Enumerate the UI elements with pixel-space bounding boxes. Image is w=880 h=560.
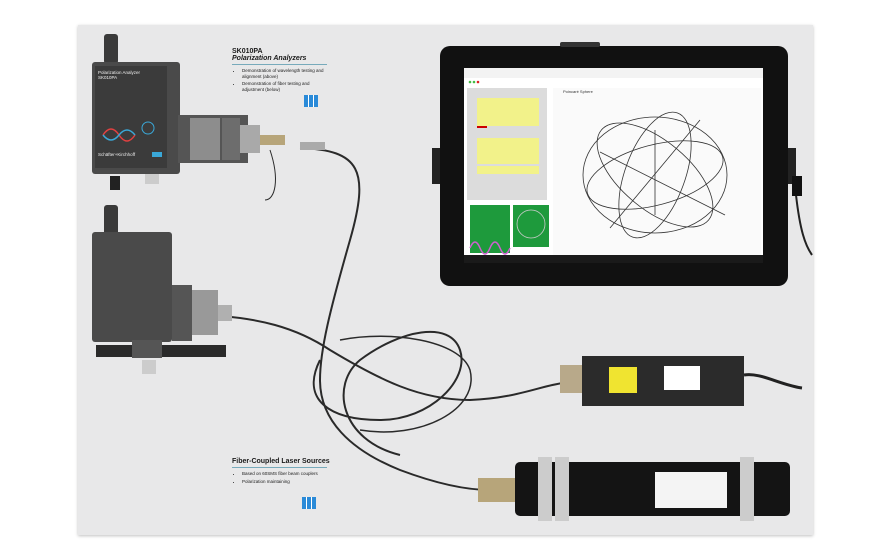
brand-logo-icon — [304, 95, 318, 107]
analyzer-device-label: Polarization Analyzer SK010PA — [98, 70, 163, 80]
fiber-cables — [189, 147, 571, 491]
analyzers-info-panel: SK010PA Polarization Analyzers Demonstra… — [232, 48, 332, 94]
bullet-item: Based on 60SMS fiber beam couplers — [242, 471, 332, 477]
poincare-sphere — [582, 111, 728, 239]
bullet-item: Demonstration of fiber testing and adjus… — [242, 81, 332, 92]
device-model: SK010PA — [98, 75, 118, 80]
device-title: Polarization Analyzer — [98, 70, 141, 75]
brand-logo-icon — [302, 497, 316, 509]
panel-title: Fiber-Coupled Laser Sources — [232, 458, 330, 465]
sphere-window-title: Poincaré Sphere — [563, 89, 593, 94]
bullet-item: Demonstration of wavelength testing and … — [242, 68, 332, 79]
polarization-analyzer-device-top — [92, 34, 325, 190]
laser-source-tube — [478, 457, 790, 521]
divider — [232, 64, 327, 65]
laser-source-box — [560, 356, 803, 406]
bullet-item: Polarization maintaining — [242, 479, 332, 485]
divider — [232, 467, 327, 468]
device-brand: Schäfter+Kirchhoff — [98, 152, 136, 157]
lasers-info-panel: Fiber-Coupled Laser Sources Based on 60S… — [232, 458, 332, 486]
panel-title: Polarization Analyzers — [232, 55, 307, 62]
polarization-analyzer-device-bottom — [92, 205, 232, 374]
tablet — [432, 42, 796, 286]
model-label: SK010PA — [232, 48, 263, 55]
